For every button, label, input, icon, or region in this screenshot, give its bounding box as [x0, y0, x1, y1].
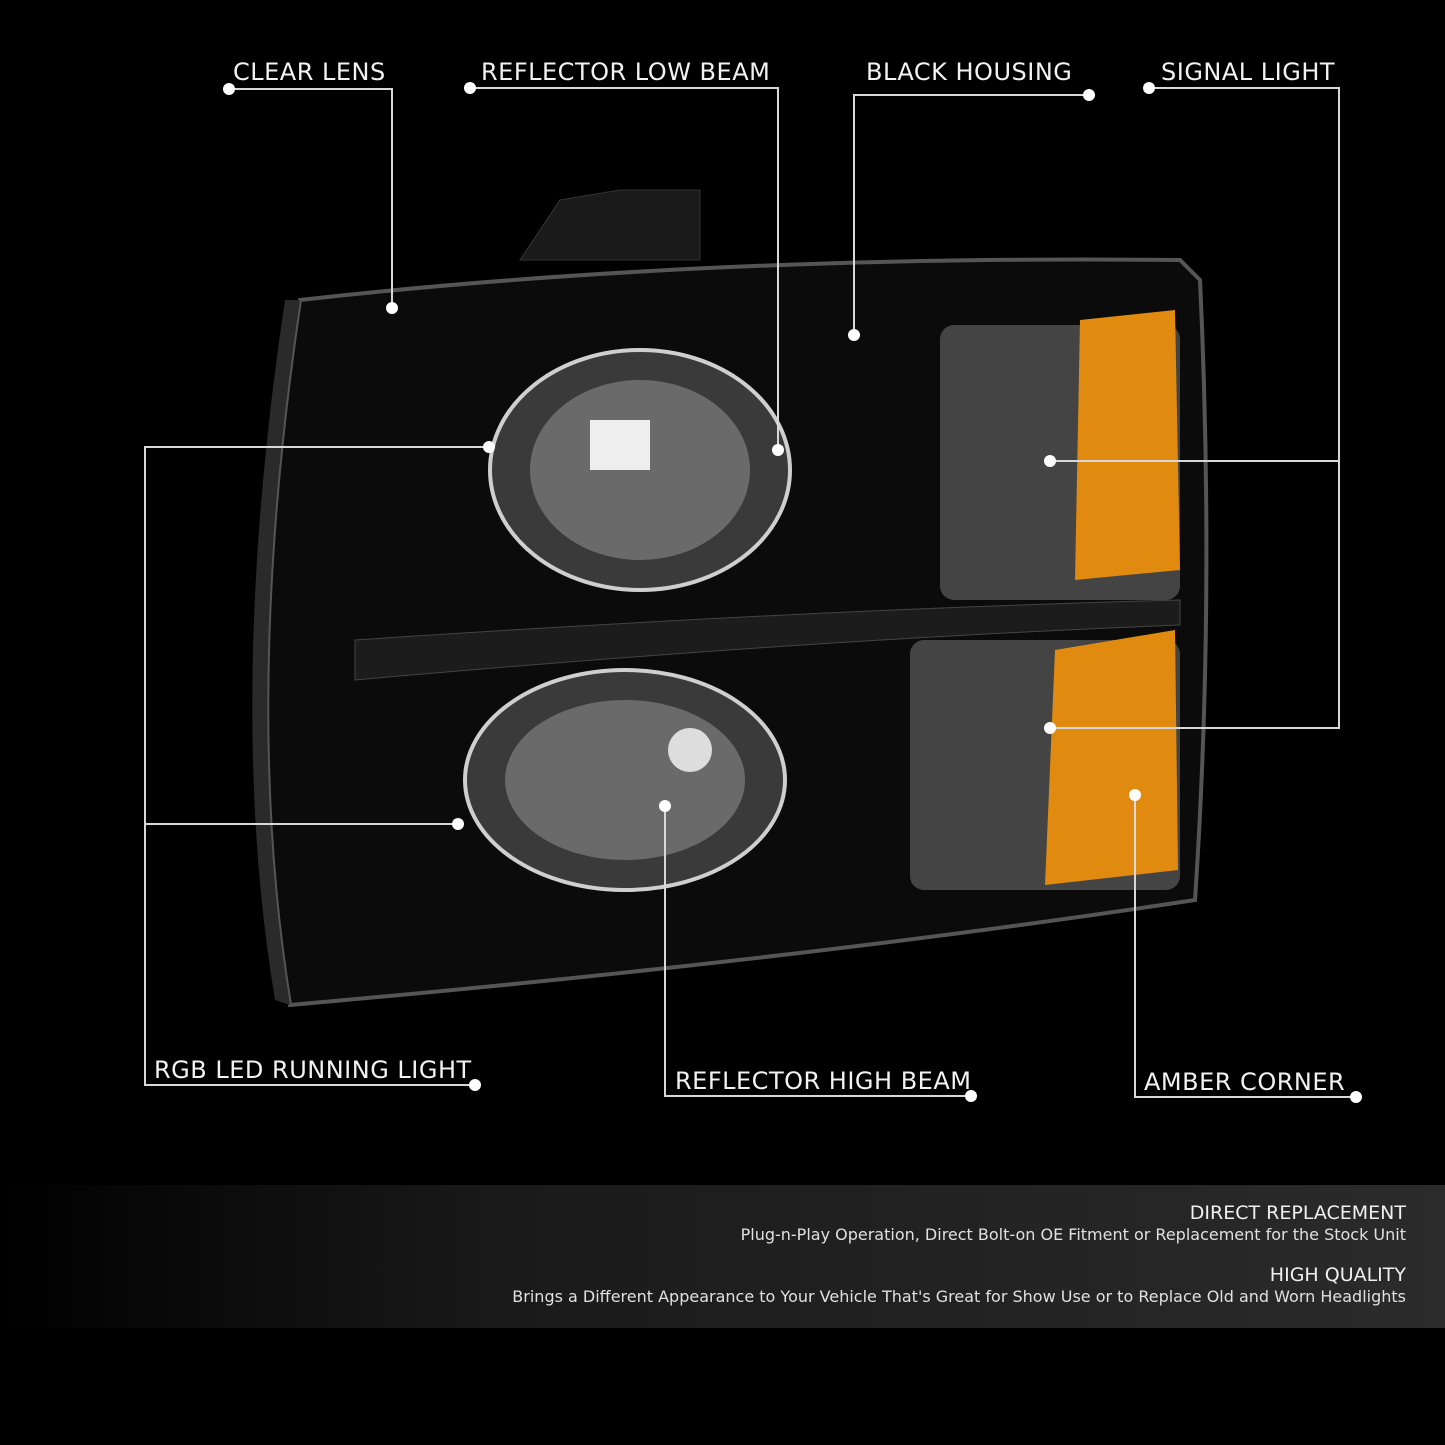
- callout-dots: [223, 82, 1362, 1103]
- callout-clear-lens: CLEAR LENS: [233, 58, 386, 86]
- feature-text: Plug-n-Play Operation, Direct Bolt-on OE…: [740, 1225, 1406, 1244]
- amber-corner-lens: [1045, 630, 1178, 885]
- high-beam-bulb: [668, 728, 712, 772]
- callout-rgb-led-running-light: RGB LED RUNNING LIGHT: [154, 1056, 472, 1084]
- callout-lines: [144, 87, 1356, 1098]
- feature-text: Brings a Different Appearance to Your Ve…: [512, 1287, 1406, 1306]
- callout-reflector-high-beam: REFLECTOR HIGH BEAM: [675, 1067, 972, 1095]
- feature-title: DIRECT REPLACEMENT: [1189, 1202, 1406, 1224]
- callout-black-housing: BLACK HOUSING: [866, 58, 1073, 86]
- high-beam-inner: [505, 700, 745, 860]
- mounting-bracket: [519, 189, 701, 261]
- feature-band: DIRECT REPLACEMENT Plug-n-Play Operation…: [0, 1185, 1445, 1328]
- callout-amber-corner: AMBER CORNER: [1144, 1068, 1346, 1096]
- low-beam-bulb: [590, 420, 650, 470]
- divider-bar: [354, 599, 1181, 681]
- amber-signal-lens: [1075, 310, 1180, 580]
- callout-signal-light: SIGNAL LIGHT: [1161, 58, 1336, 86]
- clear-lens-edge: [252, 300, 300, 1005]
- feature-title: HIGH QUALITY: [1269, 1264, 1406, 1286]
- callout-reflector-low-beam: REFLECTOR LOW BEAM: [481, 58, 771, 86]
